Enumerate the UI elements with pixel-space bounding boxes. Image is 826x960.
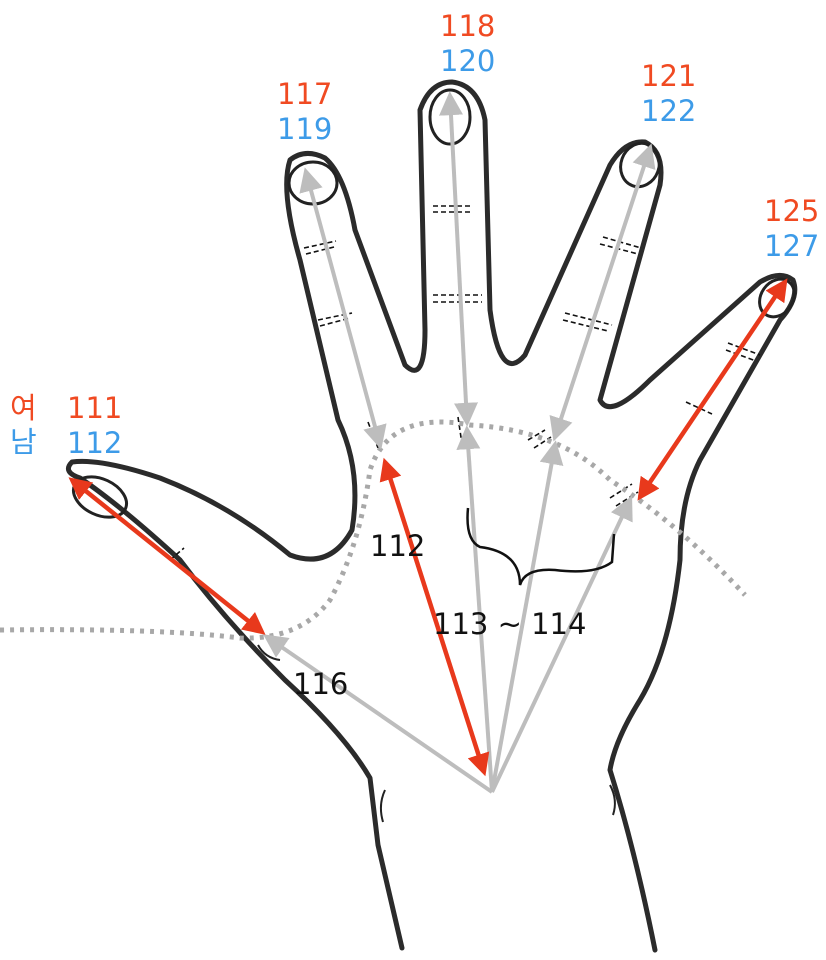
little-male-value: 127 (764, 229, 819, 263)
middle-female-value: 118 (440, 9, 495, 43)
little-female-value: 125 (764, 194, 819, 228)
legend-male: 남 (10, 425, 37, 459)
index-female-value: 117 (277, 77, 332, 111)
index-palm-length-label: 112 (370, 529, 425, 563)
ring-female-value: 121 (641, 59, 696, 93)
hand-outline (68, 82, 794, 950)
thumb-male-value: 112 (67, 426, 122, 460)
middle-male-value: 120 (440, 44, 495, 78)
palm-range-label: 113 ~ 114 (433, 607, 586, 641)
thumb-base-length-label: 116 (293, 667, 348, 701)
legend-female: 여 (10, 391, 37, 425)
ring-male-value: 122 (641, 94, 696, 128)
thumb-female-value: 111 (67, 391, 122, 425)
index-male-value: 119 (277, 112, 332, 146)
